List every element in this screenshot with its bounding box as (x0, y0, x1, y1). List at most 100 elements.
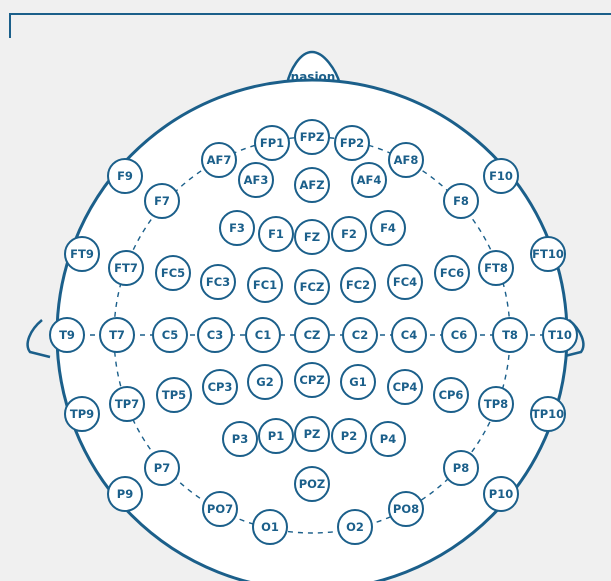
electrode-cpz: CPZ (295, 363, 329, 397)
electrode-tp5: TP5 (157, 378, 191, 412)
electrode-af7: AF7 (202, 143, 236, 177)
electrode-label: FT9 (70, 247, 94, 261)
electrode-af3: AF3 (239, 163, 273, 197)
electrode-label: T9 (59, 328, 75, 342)
electrode-p3: P3 (223, 422, 257, 456)
electrode-label: FCZ (300, 280, 325, 294)
electrode-label: FC6 (440, 266, 464, 280)
electrode-label: P3 (232, 432, 248, 446)
electrode-label: AF4 (357, 173, 382, 187)
electrode-label: F7 (154, 194, 170, 208)
electrode-t8: T8 (493, 318, 527, 352)
electrode-c6: C6 (442, 318, 476, 352)
electrode-po8: PO8 (389, 492, 423, 526)
electrode-fcz: FCZ (295, 270, 329, 304)
electrode-fp2: FP2 (335, 126, 369, 160)
electrode-fc2: FC2 (341, 268, 375, 302)
electrode-p9: P9 (108, 477, 142, 511)
electrode-f4: F4 (371, 211, 405, 245)
electrode-label: F4 (380, 221, 396, 235)
electrode-ft7: FT7 (109, 251, 143, 285)
electrode-fc5: FC5 (156, 256, 190, 290)
electrode-fz: FZ (295, 220, 329, 254)
electrode-label: F8 (453, 194, 469, 208)
electrode-f1: F1 (259, 217, 293, 251)
electrode-af4: AF4 (352, 163, 386, 197)
electrode-label: F10 (489, 169, 513, 183)
electrode-f9: F9 (108, 159, 142, 193)
electrode-label: FC3 (206, 275, 230, 289)
electrode-label: T8 (502, 328, 518, 342)
electrode-label: FT7 (114, 261, 138, 275)
electrode-label: TP5 (162, 388, 186, 402)
electrode-fp1: FP1 (255, 126, 289, 160)
electrode-cp3: CP3 (203, 370, 237, 404)
electrode-tp10: TP10 (531, 397, 565, 431)
electrode-f2: F2 (332, 217, 366, 251)
electrode-label: T7 (109, 328, 125, 342)
electrode-label: CP6 (439, 388, 464, 402)
electrode-label: CP3 (208, 380, 233, 394)
electrode-label: FZ (304, 230, 320, 244)
electrode-label: CP4 (393, 380, 418, 394)
electrode-p2: P2 (332, 419, 366, 453)
electrode-label: FC4 (393, 275, 417, 289)
left-ear-icon (28, 320, 50, 357)
electrode-tp8: TP8 (479, 387, 513, 421)
electrode-label: C5 (162, 328, 178, 342)
electrode-p7: P7 (145, 451, 179, 485)
electrode-c2: C2 (343, 318, 377, 352)
electrode-cz: CZ (295, 318, 329, 352)
electrode-ft8: FT8 (479, 251, 513, 285)
electrode-label: F3 (229, 221, 245, 235)
corner-bracket (10, 14, 611, 38)
electrode-f10: F10 (484, 159, 518, 193)
electrode-label: TP9 (70, 407, 94, 421)
electrode-fc4: FC4 (388, 265, 422, 299)
electrode-label: AF8 (394, 153, 419, 167)
electrode-label: C1 (255, 328, 271, 342)
electrode-p10: P10 (484, 477, 518, 511)
electrode-label: FC1 (253, 278, 277, 292)
electrode-g2: G2 (248, 365, 282, 399)
electrode-label: P8 (453, 461, 469, 475)
electrode-label: FC5 (161, 266, 185, 280)
electrode-fpz: FPZ (295, 120, 329, 154)
electrode-label: FPZ (300, 130, 325, 144)
electrode-label: FP1 (260, 136, 284, 150)
electrode-fc3: FC3 (201, 265, 235, 299)
electrode-label: O1 (261, 520, 279, 534)
electrode-fc1: FC1 (248, 268, 282, 302)
electrode-f7: F7 (145, 184, 179, 218)
electrode-t7: T7 (100, 318, 134, 352)
electrode-label: F9 (117, 169, 133, 183)
electrode-afz: AFZ (295, 168, 329, 202)
electrode-po7: PO7 (203, 492, 237, 526)
electrode-g1: G1 (341, 365, 375, 399)
electrode-label: PO7 (207, 502, 233, 516)
electrode-label: CPZ (299, 373, 324, 387)
electrode-cp4: CP4 (388, 370, 422, 404)
electrode-label: FT8 (484, 261, 508, 275)
electrode-label: P1 (268, 429, 284, 443)
electrode-label: O2 (346, 520, 364, 534)
electrode-label: C2 (352, 328, 368, 342)
electrode-label: P7 (154, 461, 170, 475)
electrode-label: C3 (207, 328, 223, 342)
electrode-label: C4 (401, 328, 417, 342)
electrode-pz: PZ (295, 417, 329, 451)
electrode-label: P2 (341, 429, 357, 443)
electrode-label: AFZ (299, 178, 324, 192)
electrode-label: PO8 (393, 502, 419, 516)
electrode-c4: C4 (392, 318, 426, 352)
electrode-ft10: FT10 (531, 237, 565, 271)
electrode-p4: P4 (371, 422, 405, 456)
electrode-poz: POZ (295, 467, 329, 501)
electrode-label: F1 (268, 227, 284, 241)
electrode-o1: O1 (253, 510, 287, 544)
electrode-fc6: FC6 (435, 256, 469, 290)
electrode-f8: F8 (444, 184, 478, 218)
electrode-label: POZ (299, 477, 326, 491)
